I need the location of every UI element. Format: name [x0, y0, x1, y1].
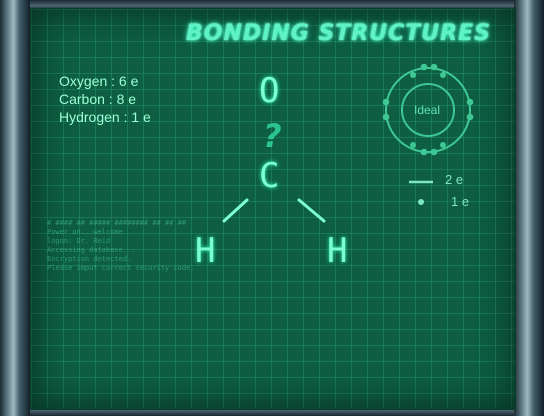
- atom-hydrogen-right[interactable]: H: [327, 231, 348, 271]
- carbon-info: Carbon : 8 e: [59, 91, 137, 107]
- unknown-bond-slot[interactable]: ?: [263, 117, 282, 155]
- orbit-diagram: [382, 63, 474, 156]
- frame-bottom: [0, 406, 544, 416]
- orbit-label: Ideal: [414, 103, 441, 117]
- console-log: # #### ## ##### ######## ## ## ## Power …: [47, 219, 247, 282]
- console-line: Encryption detected.: [47, 255, 132, 263]
- console-cursor: _: [47, 273, 52, 281]
- console-line: # #### ## ##### ######## ## ## ##: [47, 219, 187, 227]
- hydrogen-info: Hydrogen : 1 e: [59, 109, 151, 125]
- bond-lines: [222, 63, 474, 223]
- legend-single-bond-label: 1 e: [451, 194, 470, 209]
- atom-oxygen[interactable]: O: [259, 71, 280, 111]
- console-line: Please imput correct security code.: [47, 264, 195, 272]
- legend-double-bond-label: 2 e: [445, 172, 464, 187]
- page-title: BONDING STRUCTURES: [186, 21, 491, 46]
- frame-right: [514, 0, 544, 416]
- console-line: Power on...welcome: [47, 228, 123, 236]
- oxygen-info: Oxygen : 6 e: [59, 73, 139, 89]
- monitor-screen: BONDING STRUCTURES Oxygen : 6 e Carbon :…: [30, 8, 516, 410]
- atom-hydrogen-left[interactable]: H: [195, 231, 216, 271]
- frame-top: [0, 0, 544, 10]
- bond-right: [297, 198, 326, 223]
- console-line: logon: Dr. Reid: [47, 237, 111, 245]
- frame-left: [0, 0, 30, 416]
- bond-left: [222, 198, 249, 223]
- atom-carbon[interactable]: C: [259, 156, 280, 196]
- console-line: Accessing database...: [47, 246, 136, 254]
- legend-dot-icon: [418, 199, 424, 205]
